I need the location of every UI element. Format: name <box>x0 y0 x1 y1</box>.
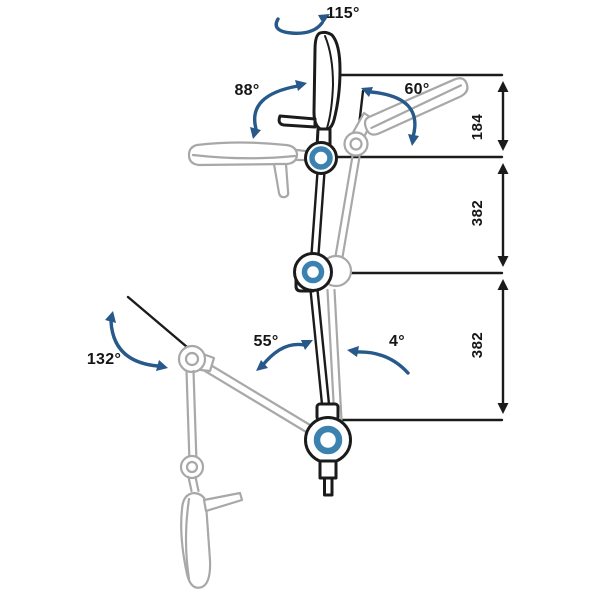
wrist-joint-ring <box>309 146 333 170</box>
dimension-guides: 184 382 382 <box>320 73 509 422</box>
ghost-wrist-joint-60-hole <box>349 137 363 151</box>
ghost-wrist-joint-down-hole <box>185 460 199 474</box>
dim-arrowhead-down <box>497 403 509 414</box>
swivel-arrowhead-115 <box>318 14 330 24</box>
dim-arrowhead-down <box>497 256 509 267</box>
tilt-arrowhead-60-down <box>408 134 419 146</box>
swivel-arrow-115 <box>274 17 324 35</box>
ghost-wrist-joint-60 <box>343 131 369 157</box>
ghost-head-down-neck <box>187 475 200 493</box>
ghost-upperarm-4deg <box>326 288 343 422</box>
tilt-arrowhead-60-left <box>361 87 373 97</box>
angle-label-4: 4° <box>389 333 405 350</box>
angle-label-60: 60° <box>404 81 429 98</box>
swing-arrow-55 <box>260 342 306 368</box>
ghost-head-down-contour <box>184 497 191 581</box>
ghost-wrist-joint-down <box>179 454 205 480</box>
current-position <box>277 30 352 497</box>
dim-label-382-upper: 382 <box>469 200 486 227</box>
fold-arrow-132 <box>109 319 160 368</box>
tilt-arrowhead-88-down <box>250 127 261 139</box>
ghost-upperarm-55deg <box>188 353 332 446</box>
swing-arrowhead-55-right <box>301 340 313 350</box>
ghost-elbow-joint-hole <box>184 351 200 367</box>
tilt-arrow-60 <box>369 90 417 139</box>
angle-labels: 115° 88° 60° 132° 55° 4° <box>87 5 429 368</box>
swing-arrowhead-55-left <box>256 360 268 371</box>
ghost-forearm-down <box>185 369 198 464</box>
head-handle <box>277 114 317 129</box>
angle-label-132: 132° <box>87 351 121 368</box>
ghost-head-60 <box>363 77 469 136</box>
angle-label-88: 88° <box>234 82 259 99</box>
angle-label-55: 55° <box>253 333 278 350</box>
elbow-joint <box>293 252 333 292</box>
head-contour <box>324 35 335 129</box>
fold-arrowhead-132-up <box>105 311 116 323</box>
tilt-arrow-88 <box>253 84 300 131</box>
ghost-head-flat <box>187 141 299 167</box>
dim-arrowhead-down <box>497 140 509 151</box>
ghost-head-60-contour <box>370 84 463 130</box>
fold-arrowhead-132-right <box>156 360 168 371</box>
elbow-joint-ring <box>301 260 325 284</box>
base-joint <box>304 416 352 464</box>
dim-label-382-lower: 382 <box>469 332 486 359</box>
ghost-forearm-4deg <box>333 154 361 265</box>
dim-arrowhead-up <box>497 279 509 290</box>
dim-label-184: 184 <box>469 114 486 141</box>
ghost-head-down-handle <box>202 491 244 513</box>
base-pin <box>323 476 334 497</box>
ref-line-132 <box>126 295 189 349</box>
dim-arrowhead-up <box>497 81 509 92</box>
tilt-arrowhead-88-up <box>295 80 307 91</box>
ghost-head-flat-handle <box>272 162 290 199</box>
forearm-link <box>310 170 326 256</box>
ghost-positions <box>177 77 469 589</box>
head-body <box>312 30 342 132</box>
upperarm-link <box>309 288 332 421</box>
tilt-arrow-4 <box>355 350 410 375</box>
base-joint-ring <box>313 425 343 455</box>
rotation-arrows <box>105 14 419 375</box>
base-post <box>318 459 338 480</box>
angle-label-115: 115° <box>326 5 359 22</box>
dim-arrowhead-up <box>497 163 509 174</box>
tilt-arrowhead-4 <box>347 346 359 357</box>
ghost-head-flat-contour <box>191 153 297 160</box>
ghost-elbow-joint <box>177 344 207 374</box>
